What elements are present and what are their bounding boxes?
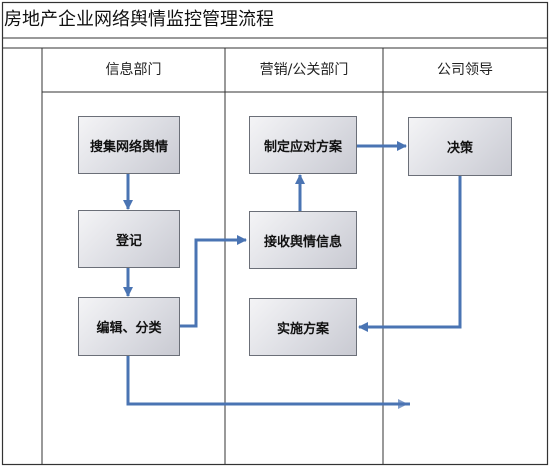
- arrow-decision-implement: [358, 176, 462, 332]
- page-title: 房地产企业网络舆情监控管理流程: [4, 9, 274, 30]
- arrow-edit-out: [126, 356, 410, 406]
- node-decision: 决策: [408, 117, 512, 176]
- lane-header-info: 信息部门: [105, 62, 162, 78]
- arrow-edit-receive: [180, 235, 247, 328]
- node-edit: 编辑、分类: [78, 297, 180, 356]
- node-plan: 制定应对方案: [249, 116, 357, 174]
- node-collect: 搜集网络舆情: [78, 116, 180, 174]
- lane-header-marketing: 营销/公关部门: [259, 62, 349, 78]
- node-register: 登记: [78, 210, 180, 268]
- arrow-edit-out-head: [398, 399, 408, 409]
- node-implement: 实施方案: [249, 298, 357, 356]
- lane-header-leaders: 公司领导: [437, 62, 493, 78]
- node-receive: 接收舆情信息: [249, 211, 357, 269]
